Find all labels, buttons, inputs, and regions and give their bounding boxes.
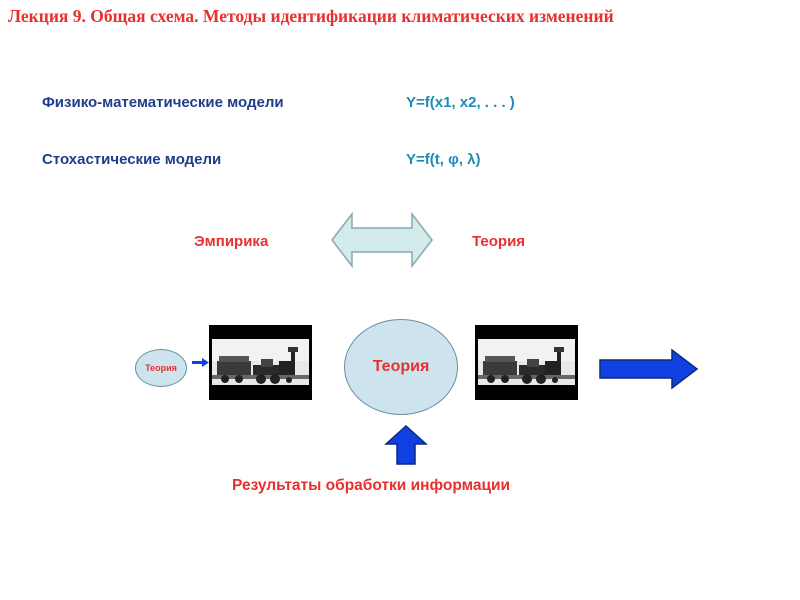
slide-title: Лекция 9. Общая схема. Методы идентифика… xyxy=(8,6,614,26)
model-name-physical: Физико-математические модели xyxy=(42,94,284,111)
train-image-right xyxy=(475,325,578,400)
steam-locomotive-icon xyxy=(475,325,578,400)
double-headed-arrow-icon xyxy=(331,211,433,269)
steam-locomotive-icon xyxy=(209,325,312,400)
formula-stochastic: Y=f(t, φ, λ) xyxy=(406,151,481,168)
small-theory-label: Теория xyxy=(145,363,177,373)
theory-label: Теория xyxy=(472,233,526,250)
model-name-stochastic: Стохастические модели xyxy=(42,151,222,168)
up-arrow-icon xyxy=(384,424,428,465)
results-label: Результаты обработки информации xyxy=(232,477,511,494)
right-arrow-icon xyxy=(599,348,699,390)
big-theory-bubble: Теория xyxy=(344,319,458,415)
empirics-label: Эмпирика xyxy=(194,233,269,250)
small-right-arrow-icon xyxy=(192,358,209,367)
big-theory-label: Теория xyxy=(372,358,430,375)
small-theory-bubble: Теория xyxy=(135,349,187,387)
train-image-left xyxy=(209,325,312,400)
formula-physical: Y=f(x1, x2, . . . ) xyxy=(406,94,515,111)
